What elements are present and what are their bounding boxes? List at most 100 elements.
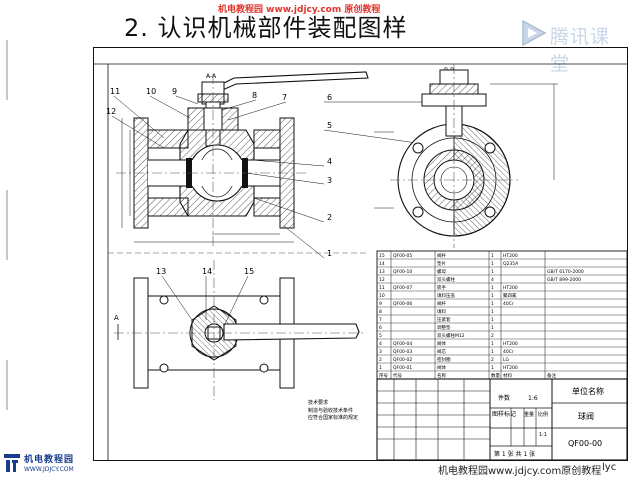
tech-req-line-2: 应符合国家标准的规定 bbox=[308, 414, 358, 421]
bom-cell: QF00-02 bbox=[393, 357, 412, 363]
jdjcy-logo: 机电教程园 WWW.JDJCY.COM bbox=[4, 450, 100, 478]
company-name: 单位名称 bbox=[572, 386, 604, 396]
bom-cell: QF00-05 bbox=[393, 253, 412, 259]
tech-requirements: 技术要求 制造与验收技术条件 应符合国家标准的规定 bbox=[308, 399, 358, 421]
title-block: 件数 1:6 图样标记 重量 比例 1:1 第 1 张 共 1 张 单位名称 球… bbox=[376, 378, 628, 461]
bom-cell: 螺母 bbox=[437, 268, 446, 275]
assembly-drawing-frame: A-A 11 bbox=[93, 47, 628, 461]
callout-13: 13 bbox=[156, 267, 166, 276]
bom-cell: 40Cr bbox=[503, 349, 514, 355]
tech-req-line-1: 制造与验收技术条件 bbox=[308, 407, 353, 414]
bom-cell: QF00-10 bbox=[393, 269, 412, 275]
bom-cell: 阀杆 bbox=[437, 300, 446, 307]
bom-cell: GB/T 899-2000 bbox=[547, 277, 581, 283]
bom-cell: 2 bbox=[379, 357, 382, 363]
footer-url: 机电教程园www.jdjcy.com原创教程 bbox=[438, 466, 602, 477]
bom-cell: 聚四氟 bbox=[503, 292, 517, 299]
logo-url: WWW.JDJCY.COM bbox=[24, 466, 74, 473]
callout-14: 14 bbox=[202, 267, 212, 276]
bom-cell: 1 bbox=[491, 341, 494, 347]
bom-cell: 双头螺柱 bbox=[437, 276, 455, 283]
footer-signature: lyc bbox=[602, 462, 617, 473]
bom-cell: 7 bbox=[379, 317, 382, 323]
bom-cell: 8 bbox=[379, 309, 382, 315]
bom-cell: 1 bbox=[491, 317, 494, 323]
bom-cell: GB/T 6170-2000 bbox=[547, 269, 584, 275]
bom-header-cell: 材料 bbox=[503, 372, 512, 379]
bom-cell: 垫片 bbox=[437, 260, 446, 267]
bom-cell: 1 bbox=[491, 285, 494, 291]
leader-lines-right bbox=[245, 101, 425, 259]
callout-11: 11 bbox=[110, 87, 120, 96]
bom-cell: 12 bbox=[379, 277, 385, 283]
bom-cell: 1 bbox=[491, 349, 494, 355]
bom-header-cell: 数量 bbox=[491, 372, 500, 379]
callout-6: 6 bbox=[327, 93, 332, 102]
bom-cell: QF00-04 bbox=[393, 341, 412, 347]
bom-cell: 5 bbox=[379, 333, 382, 339]
scale-value: 1:1 bbox=[539, 432, 547, 438]
slide-title: 2. 认识机械部件装配图样 bbox=[124, 14, 408, 42]
top-view: A bbox=[108, 252, 369, 400]
bom-cell: 1 bbox=[491, 261, 494, 267]
slide-left-gutter bbox=[0, 0, 14, 480]
logo-name: 机电教程园 bbox=[24, 455, 75, 465]
tech-req-title: 技术要求 bbox=[308, 399, 328, 406]
play-logo-icon bbox=[522, 19, 547, 47]
bom-cell: LG bbox=[503, 357, 510, 363]
bom-cell: 2 bbox=[491, 333, 494, 339]
bom-cell: 4 bbox=[491, 277, 494, 283]
bom-header-cell: 名称 bbox=[437, 372, 446, 379]
bom-header-cell: 代号 bbox=[393, 372, 402, 379]
part-name: 球阀 bbox=[578, 411, 594, 421]
bom-cell: 阀体 bbox=[437, 340, 446, 347]
callout-7: 7 bbox=[282, 93, 287, 102]
bom-header-cell: 序号 bbox=[379, 372, 388, 379]
bom-cell: 填料压盖 bbox=[437, 292, 455, 299]
callout-5: 5 bbox=[327, 121, 332, 130]
bom-cell: QF00-06 bbox=[393, 301, 412, 307]
bom-cell: 13 bbox=[379, 269, 385, 275]
bom-cell: 2 bbox=[491, 357, 494, 363]
callout-9: 9 bbox=[172, 87, 177, 96]
bom-cell: HT200 bbox=[503, 341, 518, 347]
view-arrow-a: A bbox=[114, 314, 119, 322]
callout-4: 4 bbox=[327, 157, 332, 166]
callout-8: 8 bbox=[252, 91, 257, 100]
bom-cell: 密封圈 bbox=[437, 356, 451, 363]
bom-cell: HT200 bbox=[503, 253, 518, 259]
bom-cell: 1 bbox=[491, 325, 494, 331]
bom-cell: 1 bbox=[491, 309, 494, 315]
section-view-bb: B-B bbox=[374, 64, 558, 248]
sheet-text: 第 1 张 共 1 张 bbox=[494, 450, 535, 458]
bom-cell: 压紧套 bbox=[437, 316, 451, 323]
bom-cell: 扳手 bbox=[437, 284, 446, 291]
bom-cell: 4 bbox=[379, 341, 382, 347]
callout-2: 2 bbox=[327, 213, 332, 222]
callout-1: 1 bbox=[327, 249, 332, 258]
bom-cell: 6 bbox=[379, 325, 382, 331]
bom-cell: 1 bbox=[491, 253, 494, 259]
watermark-text: 机电教程园 www.jdjcy.com 原创教程 bbox=[218, 5, 381, 15]
weight-col: 重量 bbox=[524, 411, 534, 418]
bom-cell: 3 bbox=[379, 349, 382, 355]
bom-cell: 40Cr bbox=[503, 301, 514, 307]
bom-cell: 15 bbox=[379, 253, 385, 259]
bom-cell: HT200 bbox=[503, 285, 518, 291]
section-view-aa: A-A bbox=[116, 71, 369, 248]
callout-3: 3 bbox=[327, 176, 332, 185]
drawing-number: QF00-00 bbox=[568, 439, 602, 448]
assembly-drawing: A-A 11 bbox=[94, 63, 628, 461]
bom-cell: 阀体 bbox=[437, 364, 446, 371]
bom-cell: 14 bbox=[379, 261, 385, 267]
bom-cell: 阀杆 bbox=[437, 252, 446, 259]
mark-header: 图样标记 bbox=[492, 410, 516, 418]
bom-cell: 调整垫 bbox=[437, 324, 451, 331]
bom-cell: 1 bbox=[491, 269, 494, 275]
callout-15: 15 bbox=[244, 267, 254, 276]
scale-label: 比例 bbox=[538, 411, 548, 418]
bom-cell: 双头螺柱M12 bbox=[437, 332, 465, 339]
bom-cell: 11 bbox=[379, 285, 385, 291]
view-label-aa: A-A bbox=[206, 73, 217, 80]
